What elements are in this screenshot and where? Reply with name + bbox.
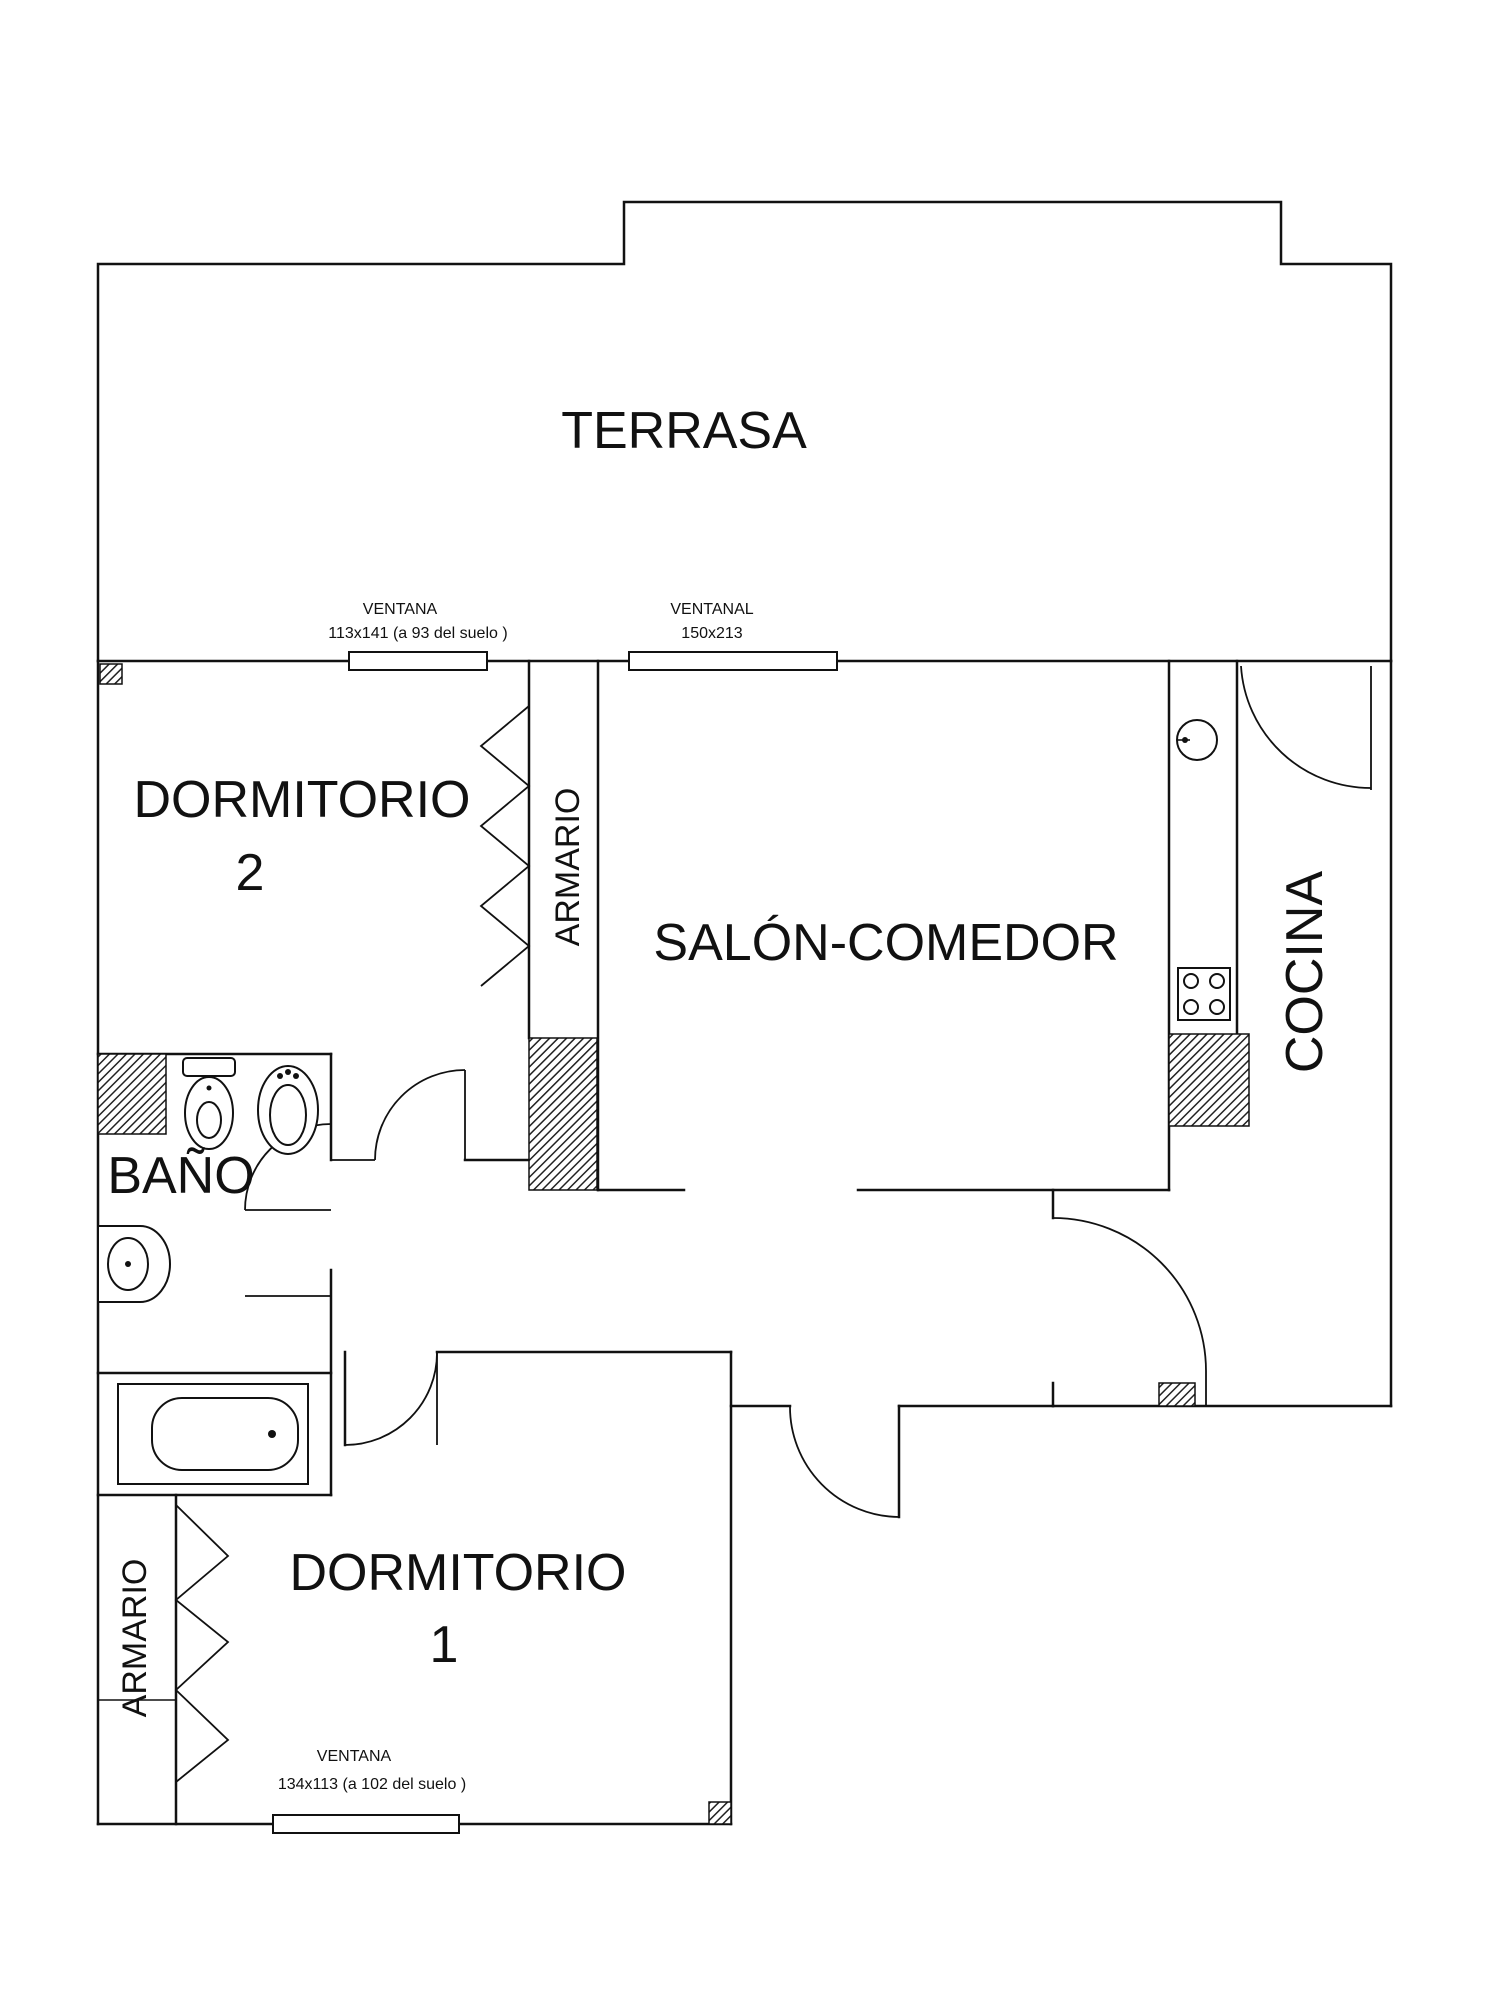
stove-icon — [1177, 967, 1231, 1021]
window-salon-size: 150x213 — [681, 625, 742, 642]
sink-icon — [1176, 719, 1218, 761]
label-cocina: COCINA — [1276, 871, 1334, 1074]
doors — [244, 665, 1372, 1518]
window-dormitorio-1-size: 134x113 (a 102 del suelo ) — [278, 1776, 466, 1793]
bidet-icon — [257, 1065, 319, 1155]
window-dormitorio-1 — [272, 1814, 460, 1834]
washbasin-icon — [97, 1225, 171, 1303]
label-bano: BAÑO — [107, 1147, 254, 1205]
room-labels: TERRASA DORMITORIO 2 ARMARIO SALÓN-COMED… — [107, 402, 1334, 1717]
window-dormitorio-2-size: 113x141 (a 93 del suelo ) — [328, 625, 507, 642]
label-dormitorio-2-name: DORMITORIO — [133, 771, 470, 829]
label-armario-bottom: ARMARIO — [116, 1559, 154, 1718]
windows — [272, 651, 838, 1834]
apartment-walls — [96, 659, 1393, 1826]
kitchen-fixtures — [1176, 719, 1231, 1021]
window-dormitorio-2-title: VENTANA — [363, 601, 438, 618]
label-dormitorio-1-number: 1 — [430, 1616, 459, 1674]
bathtub-icon — [117, 1383, 309, 1485]
pillars — [97, 663, 1250, 1825]
label-dormitorio-1-name: DORMITORIO — [289, 1544, 626, 1602]
label-dormitorio-2-number: 2 — [236, 844, 265, 902]
label-terrasa: TERRASA — [561, 402, 807, 460]
label-salon-comedor: SALÓN-COMEDOR — [653, 914, 1118, 972]
interior-walls — [96, 659, 1239, 1826]
bathroom-fixtures — [97, 1057, 319, 1485]
toilet-icon — [182, 1057, 236, 1150]
label-armario-top: ARMARIO — [549, 788, 587, 947]
window-dormitorio-1-title: VENTANA — [317, 1748, 392, 1765]
wardrobe-doors — [174, 705, 531, 1783]
window-dormitorio-2 — [348, 651, 488, 671]
window-salon — [628, 651, 838, 671]
window-salon-title: VENTANAL — [670, 601, 753, 618]
window-labels: VENTANA 113x141 (a 93 del suelo ) VENTAN… — [278, 601, 754, 1793]
